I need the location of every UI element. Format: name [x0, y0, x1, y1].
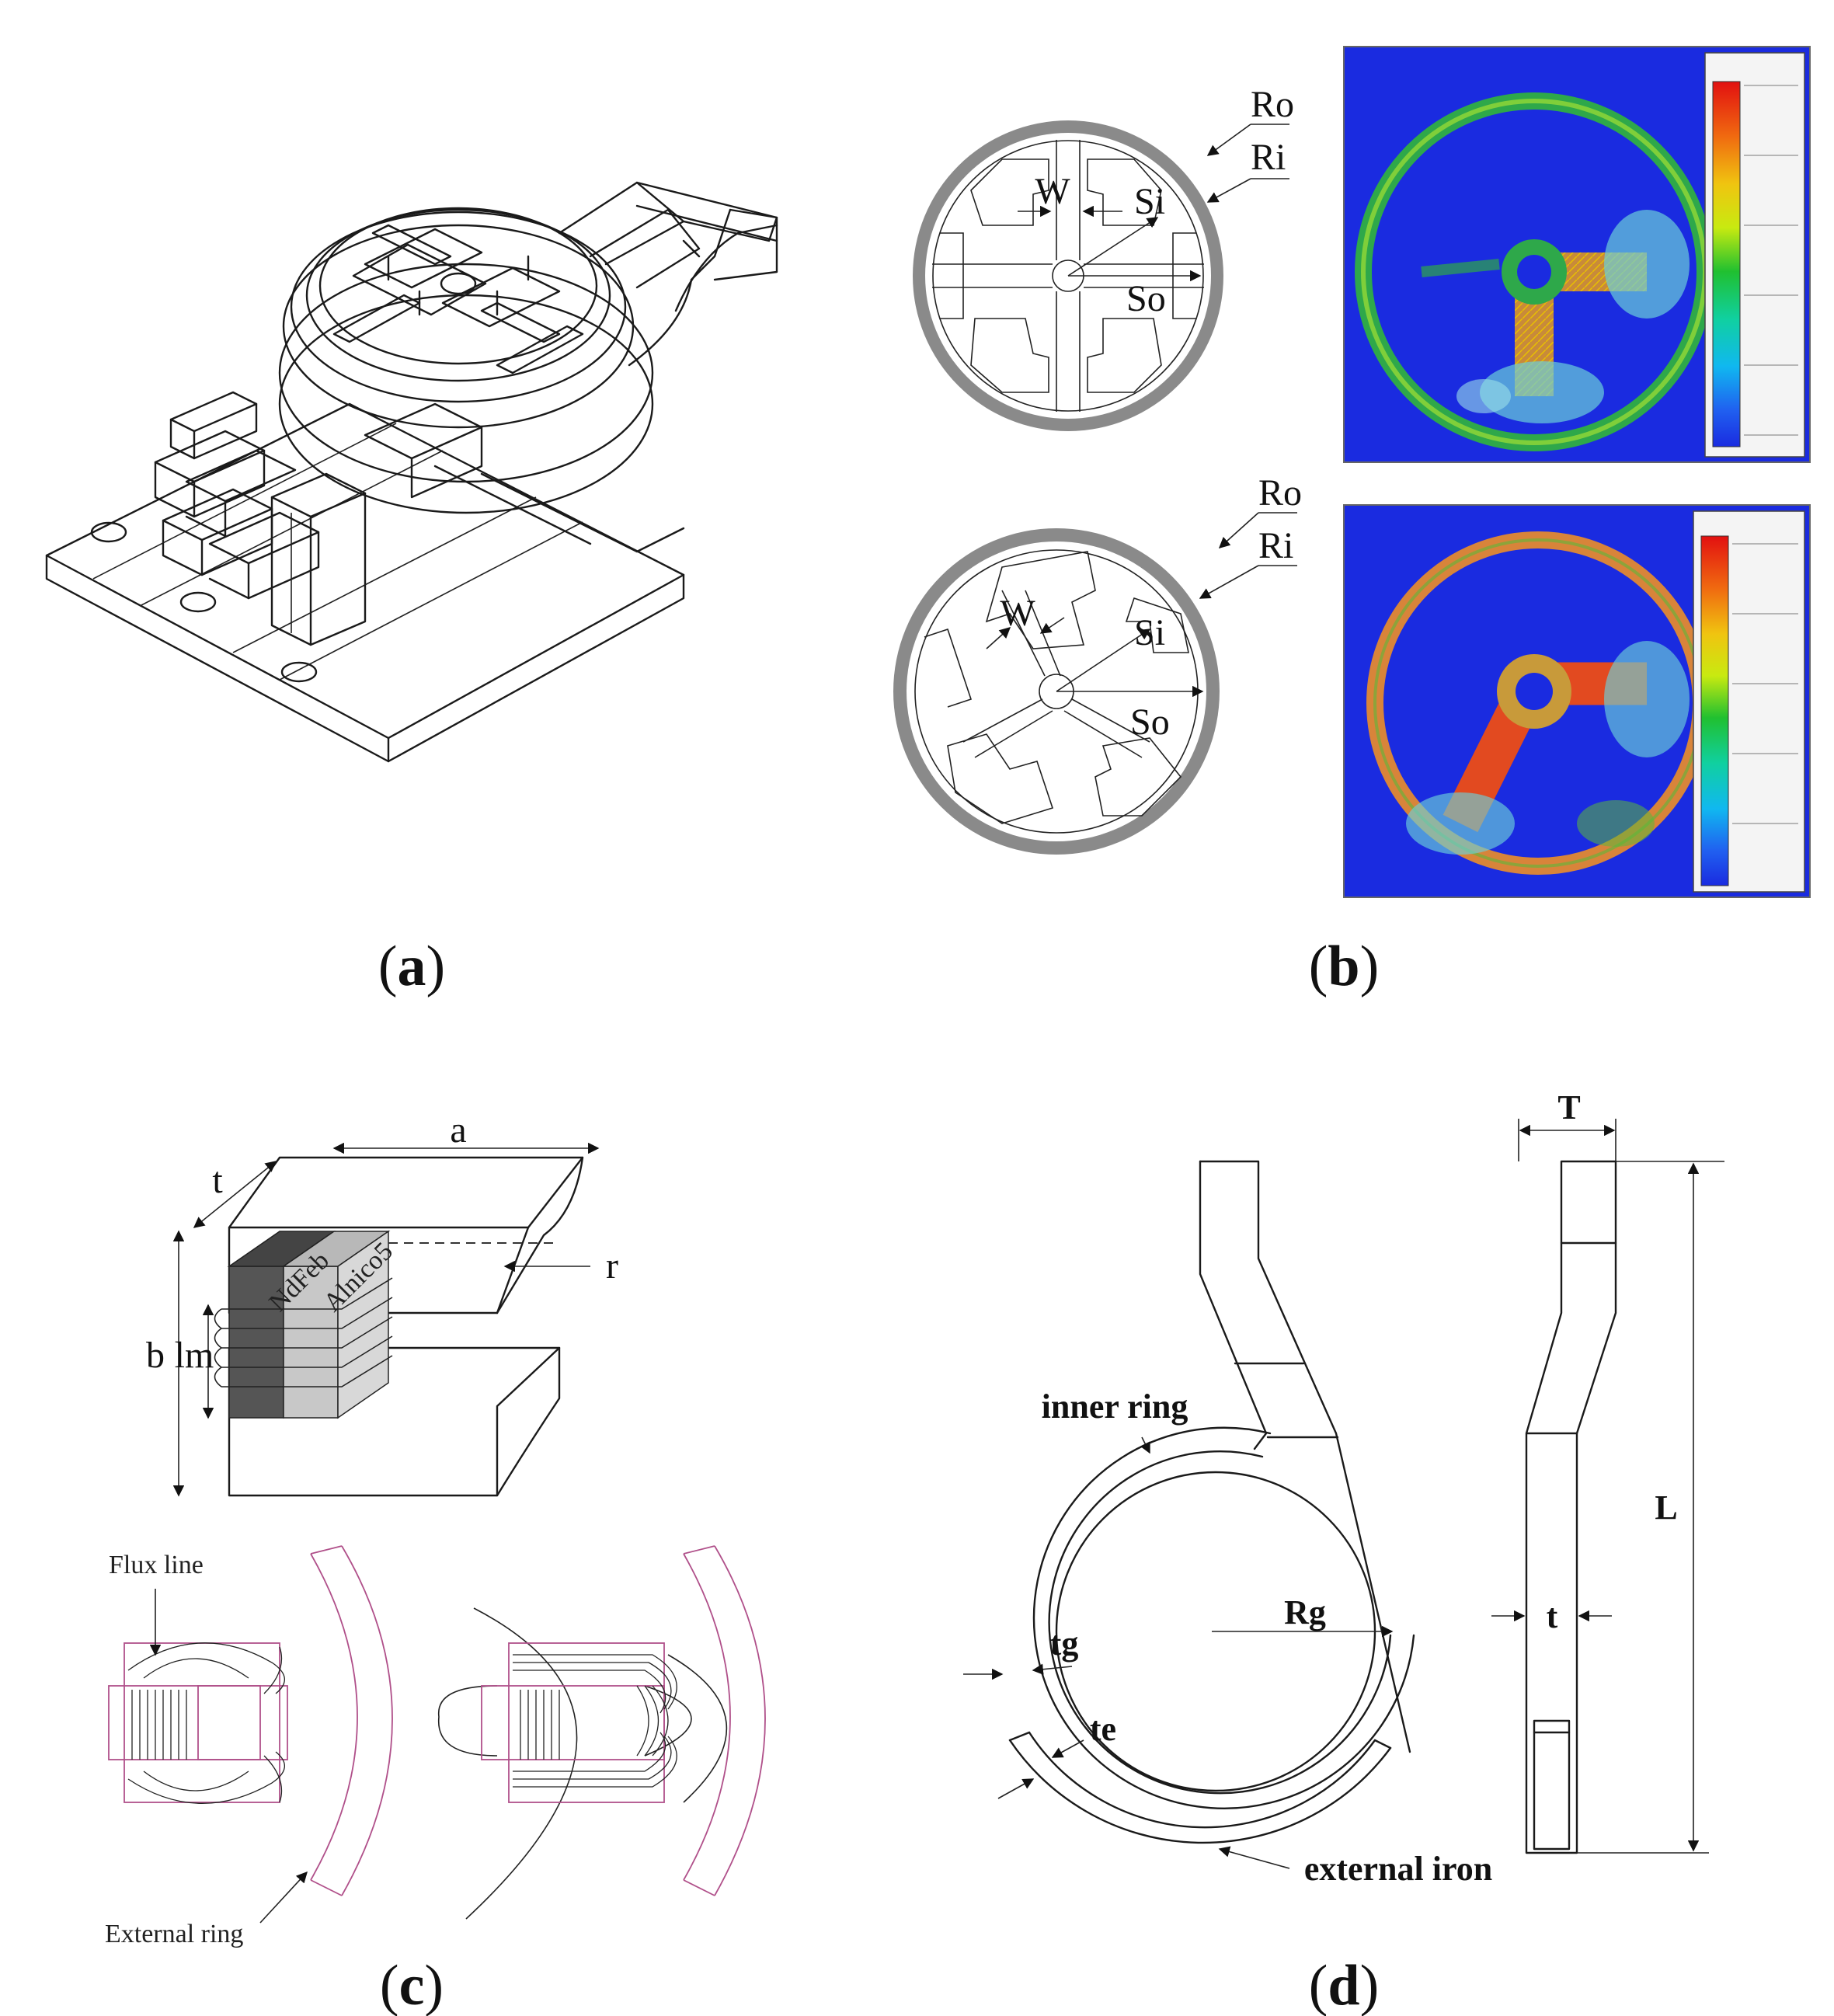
- mount-hole: [90, 521, 127, 543]
- panel-c-flux-line-plot-left: [108, 1545, 393, 1924]
- panel-c-magnet-block: [172, 1142, 600, 1497]
- label-b: b: [146, 1335, 165, 1376]
- label-t-block: t: [212, 1160, 223, 1201]
- label-So-top: So: [1126, 278, 1166, 319]
- caption-a: (a): [378, 935, 445, 998]
- label-Ri-top: Ri: [1251, 137, 1286, 178]
- panel-b-ring-four-spoke: [913, 120, 1289, 431]
- panel-b-fea-plot-four-spoke: [1343, 46, 1811, 463]
- label-te: te: [1090, 1710, 1116, 1748]
- label-W-bottom: W: [1000, 593, 1035, 634]
- label-tg: tg: [1050, 1624, 1079, 1663]
- panel-d-side-view: [1491, 1119, 1724, 1854]
- panel-c-flux-line-plot-right: [437, 1545, 766, 1920]
- label-external-ring: External ring: [105, 1920, 243, 1948]
- caption-c: (c): [380, 1954, 444, 2016]
- panel-b-ring-three-spoke: [893, 512, 1297, 855]
- mount-hole: [179, 591, 217, 613]
- label-L: L: [1655, 1488, 1677, 1527]
- label-a: a: [450, 1109, 466, 1151]
- label-inner-ring: inner ring: [1042, 1388, 1188, 1426]
- panel-a-isometric-drawing: [45, 181, 778, 763]
- label-lm: lm: [175, 1335, 214, 1376]
- panel-d-front-view: [963, 1160, 1415, 1869]
- label-Rg: Rg: [1284, 1593, 1326, 1631]
- caption-d: (d): [1309, 1954, 1379, 2016]
- label-flux-line: Flux line: [109, 1551, 204, 1579]
- label-Ro-bottom: Ro: [1258, 472, 1302, 514]
- label-T: T: [1557, 1088, 1580, 1126]
- label-external-iron: external iron: [1304, 1850, 1492, 1888]
- panel-b-fea-plot-three-spoke: [1343, 504, 1811, 898]
- label-W-top: W: [1035, 171, 1070, 212]
- label-Ro-top: Ro: [1251, 84, 1294, 125]
- label-Si-bottom: Si: [1134, 612, 1165, 653]
- label-So-bottom: So: [1130, 702, 1170, 743]
- label-t-arm: t: [1547, 1597, 1558, 1635]
- caption-b: (b): [1309, 935, 1379, 998]
- label-Si-top: Si: [1134, 181, 1165, 222]
- label-Ri-bottom: Ri: [1258, 525, 1293, 566]
- label-r: r: [606, 1245, 618, 1287]
- mount-hole: [280, 661, 318, 683]
